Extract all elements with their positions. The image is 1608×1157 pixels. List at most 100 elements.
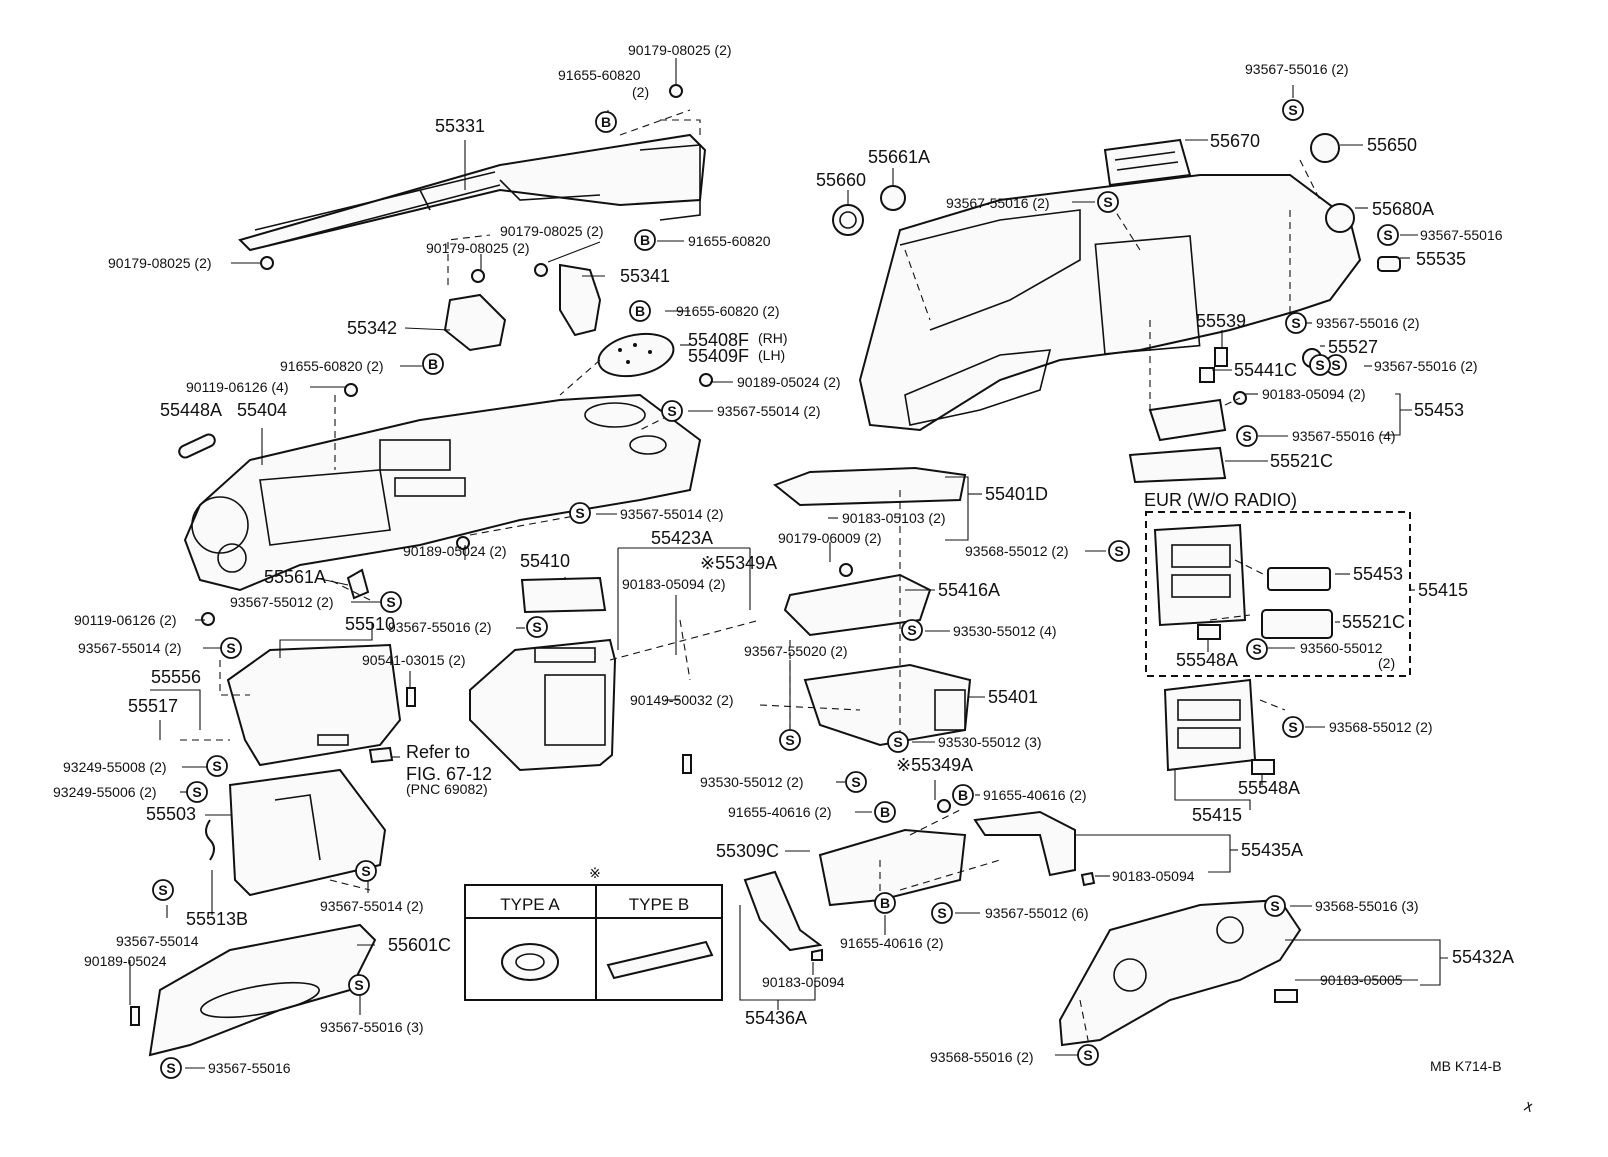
part-label: 55415 bbox=[1418, 580, 1468, 600]
part-label: 93567-55016 bbox=[208, 1060, 291, 1076]
part-label: 55432A bbox=[1452, 947, 1514, 967]
part-label: 55441C bbox=[1234, 360, 1297, 380]
screw-symbol-icon: S bbox=[186, 781, 208, 803]
screw-symbol-icon: S bbox=[1097, 191, 1119, 213]
part-label: 55521C bbox=[1270, 451, 1333, 471]
type-a-label: TYPE A bbox=[500, 895, 560, 914]
symbol-letter: S bbox=[532, 619, 541, 635]
part-label: 91655-60820 bbox=[688, 233, 771, 249]
part-label: 91655-40616 (2) bbox=[728, 804, 832, 820]
part-label: 55404 bbox=[237, 400, 287, 420]
part-label: 93567-55016 (2) bbox=[388, 619, 492, 635]
part-label: 90179-06009 (2) bbox=[778, 530, 882, 546]
part-label: 55410 bbox=[520, 551, 570, 571]
symbol-letter: B bbox=[428, 356, 438, 372]
part-label: 90189-05024 bbox=[84, 953, 167, 969]
part-label: 55670 bbox=[1210, 131, 1260, 151]
symbol-letter: B bbox=[601, 114, 611, 130]
screw-symbol-icon: S bbox=[845, 771, 867, 793]
part-number-labels: 90179-08025 (2)91655-60820(2)5533191655-… bbox=[53, 42, 1514, 1076]
part-label: 90183-05094 (2) bbox=[622, 576, 726, 592]
part-label: 55535 bbox=[1416, 249, 1466, 269]
leader-lines bbox=[129, 58, 1448, 1069]
bolt-symbol-icon: B bbox=[874, 801, 896, 823]
screw-symbol-icon: S bbox=[779, 729, 801, 751]
part-label: 90183-05094 bbox=[762, 974, 845, 990]
part-label: 93567-55016 (2) bbox=[1245, 61, 1349, 77]
symbol-letter: S bbox=[1270, 898, 1279, 914]
part-label: 90179-08025 (2) bbox=[628, 42, 732, 58]
part-label: 93567-55016 (3) bbox=[320, 1019, 424, 1035]
part-label: 93530-55012 (4) bbox=[953, 623, 1057, 639]
part-label: 55436A bbox=[745, 1008, 807, 1028]
symbol-letter: S bbox=[667, 403, 676, 419]
symbol-letter: S bbox=[212, 758, 221, 774]
screw-symbol-icon: S bbox=[661, 400, 683, 422]
symbol-letter: B bbox=[880, 895, 890, 911]
screw-symbol-icon: S bbox=[1285, 312, 1307, 334]
part-label: 55342 bbox=[347, 318, 397, 338]
part-label: 90183-05005 bbox=[1320, 972, 1403, 988]
symbol-letter: S bbox=[1383, 227, 1392, 243]
part-label: 55527 bbox=[1328, 337, 1378, 357]
part-label: 93567-55016 bbox=[1420, 227, 1503, 243]
symbol-letter: S bbox=[192, 784, 201, 800]
part-label: 55561A bbox=[264, 567, 326, 587]
part-label: (2) bbox=[632, 84, 649, 100]
part-label: 90183-05103 (2) bbox=[842, 510, 946, 526]
screw-symbol-icon: S bbox=[1246, 638, 1268, 660]
part-label: 55513B bbox=[186, 909, 248, 929]
screw-symbol-icon: S bbox=[152, 879, 174, 901]
part-label: 55521C bbox=[1342, 612, 1405, 632]
symbol-letter: S bbox=[1114, 543, 1123, 559]
bolt-symbol-icon: B bbox=[634, 229, 656, 251]
part-55510-glove-box-door bbox=[226, 643, 402, 767]
part-label: 55601C bbox=[388, 935, 451, 955]
part-label: 91655-60820 (2) bbox=[676, 303, 780, 319]
part-label: MB K714-B bbox=[1430, 1058, 1502, 1074]
symbol-letter: S bbox=[226, 640, 235, 656]
symbol-letter: S bbox=[1315, 357, 1324, 373]
part-label: 55539 bbox=[1196, 311, 1246, 331]
part-label: 93567-55012 (6) bbox=[985, 905, 1089, 921]
part-label: 55408F bbox=[688, 330, 749, 350]
part-label: 93249-55008 (2) bbox=[63, 759, 167, 775]
type-b-strip-icon bbox=[606, 940, 714, 980]
symbol-letter: S bbox=[1291, 315, 1300, 331]
part-label: 93567-55014 (2) bbox=[78, 640, 182, 656]
screw-symbol-icon: S bbox=[1236, 425, 1258, 447]
part-label: 93567-55014 bbox=[116, 933, 199, 949]
type-b-label: TYPE B bbox=[629, 895, 689, 914]
part-label: 93530-55012 (3) bbox=[938, 734, 1042, 750]
part-55331-reinforcement bbox=[238, 133, 707, 252]
screw-symbol-icon: S bbox=[1377, 224, 1399, 246]
symbol-letter: S bbox=[907, 622, 916, 638]
screw-symbol-icon: S bbox=[1264, 895, 1286, 917]
screw-symbol-icon: S bbox=[380, 591, 402, 613]
bolt-symbol-icon: B bbox=[952, 784, 974, 806]
symbol-letter: S bbox=[1252, 641, 1261, 657]
screw-symbol-icon: S bbox=[1309, 354, 1331, 376]
symbol-letter: S bbox=[1083, 1047, 1092, 1063]
part-label: 93567-55014 (2) bbox=[717, 403, 821, 419]
part-label: 93567-55020 (2) bbox=[744, 643, 848, 659]
part-label: 93567-55014 (2) bbox=[320, 898, 424, 914]
part-55404-instrument-panel bbox=[183, 393, 702, 592]
symbol-letter: S bbox=[1288, 719, 1297, 735]
screw-symbol-icon: S bbox=[1282, 99, 1304, 121]
part-label: 90179-08025 (2) bbox=[426, 240, 530, 256]
part-label: 90179-08025 (2) bbox=[500, 223, 604, 239]
part-label: 90541-03015 (2) bbox=[362, 652, 466, 668]
part-label: 90189-05024 (2) bbox=[403, 543, 507, 559]
screw-symbol-icon: S bbox=[569, 502, 591, 524]
symbol-letter: S bbox=[166, 1060, 175, 1076]
screw-symbol-icon: S bbox=[160, 1057, 182, 1079]
part-label: ※55349A bbox=[896, 755, 973, 775]
part-dashboard-right bbox=[858, 174, 1362, 432]
screw-symbol-icon: S bbox=[931, 902, 953, 924]
screw-symbol-icon: S bbox=[1077, 1044, 1099, 1066]
screw-symbol-icon: S bbox=[220, 637, 242, 659]
